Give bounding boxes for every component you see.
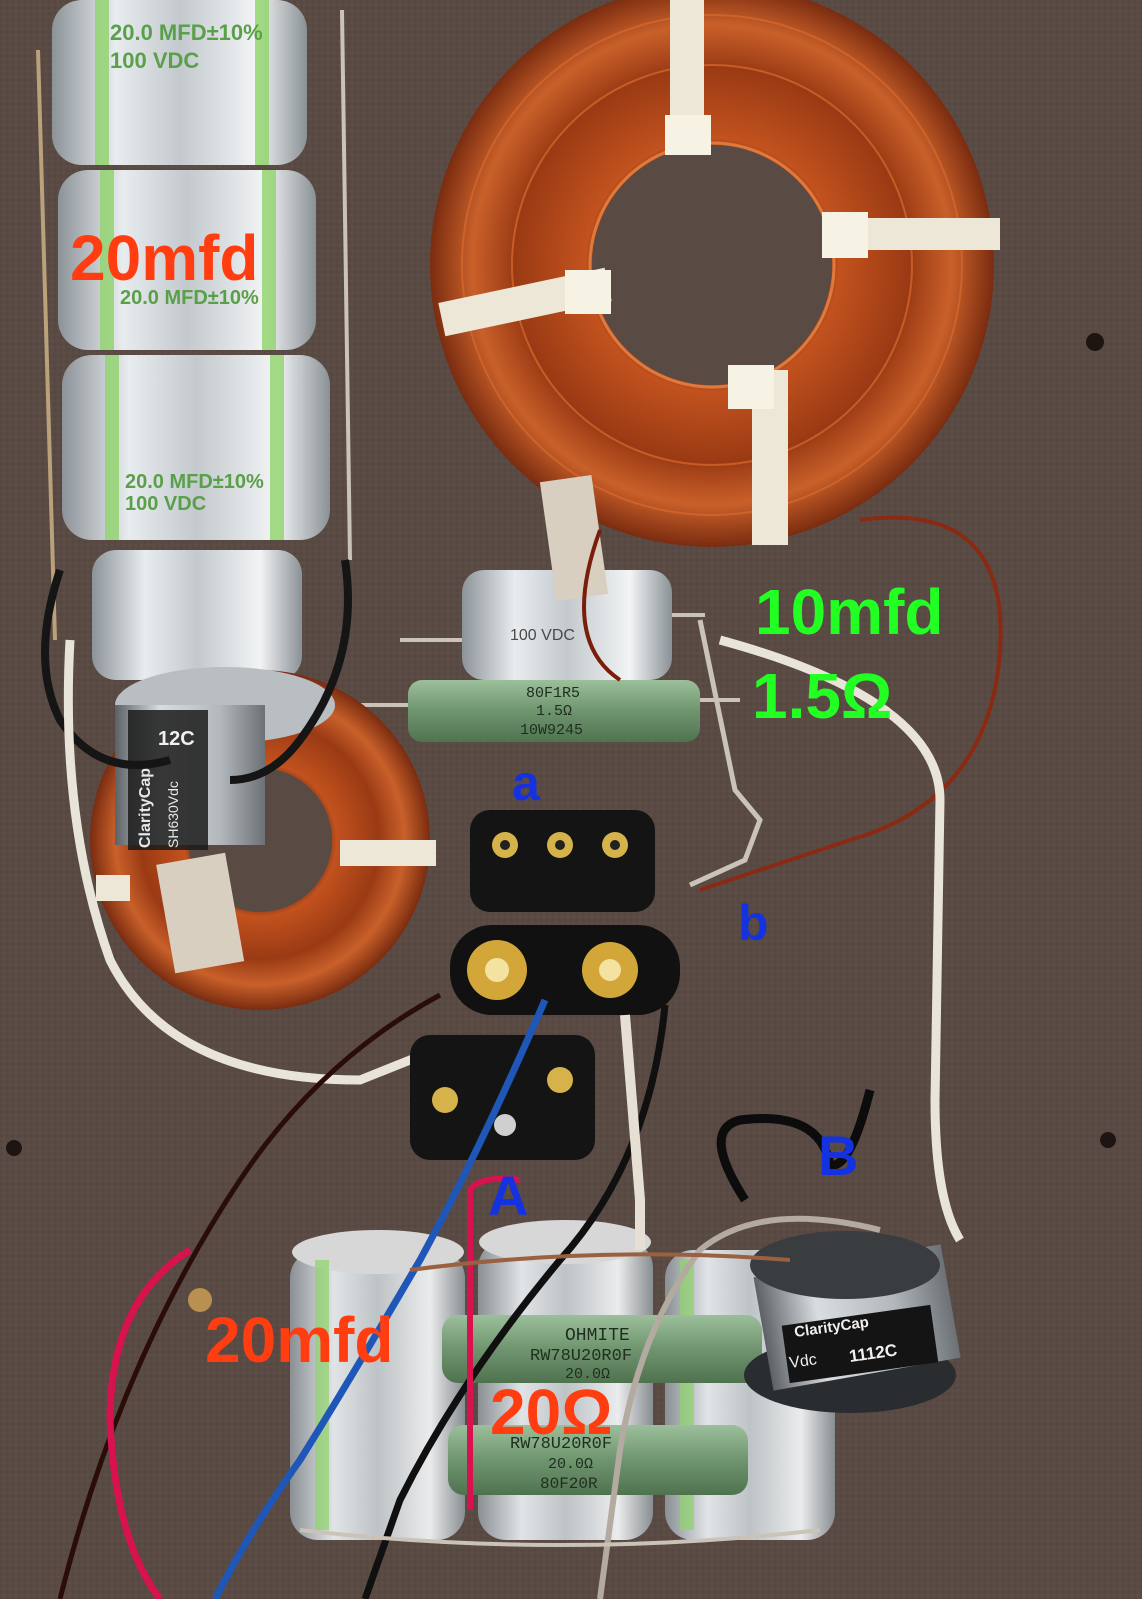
white-wire [620, 1014, 645, 1250]
resistor-marking: 80F1R5 [526, 685, 580, 702]
terminal-block-top [470, 810, 655, 912]
bus-wire [36, 49, 57, 641]
zip-tie [340, 840, 436, 866]
capacitor-small [92, 550, 302, 680]
paper-tag [539, 474, 609, 602]
grey-wire [597, 1215, 881, 1599]
resistor-marking: 1.5Ω [536, 703, 572, 720]
capacitor-stack-top: 20.0 MFD±10% 100 VDC 20.0 MFD±10% 20.0 M… [52, 0, 330, 680]
label-point-b: b [738, 895, 769, 951]
claritycap-voltage: SH630Vdc [165, 781, 181, 848]
cap-rating-text: 20.0 MFD±10% [125, 471, 264, 493]
mounting-hole [1100, 1132, 1116, 1148]
lead-wire [688, 619, 763, 888]
label-20mfd-bottom: 20mfd [205, 1304, 394, 1376]
red-wire [467, 1175, 521, 1510]
resistor-marking: OHMITE [565, 1326, 630, 1346]
mounting-hole [1086, 333, 1104, 351]
label-20mfd-top: 20mfd [70, 222, 259, 294]
claritycap-brand: ClarityCap [137, 768, 154, 848]
resistor-1-5-ohm: 80F1R5 1.5Ω 10W9245 [350, 680, 740, 742]
claritycap-voltage: Vdc [788, 1351, 818, 1372]
magnet-wire [582, 529, 622, 682]
binding-post-plate [450, 925, 680, 1015]
label-1-5-ohm: 1.5Ω [752, 660, 893, 732]
resistor-marking: 20.0Ω [565, 1366, 610, 1383]
resistor-marking: RW78U20R0F [510, 1435, 612, 1454]
blue-wire [211, 998, 549, 1599]
capacitor [58, 170, 316, 350]
red-wire [106, 1247, 192, 1599]
label-point-a: a [512, 755, 540, 811]
black-wire [229, 559, 352, 784]
label-20-ohm: 20Ω [490, 1376, 613, 1448]
capacitor [52, 0, 307, 165]
claritycap-marking: 12C [158, 728, 195, 750]
resistor-marking: 10W9245 [520, 722, 583, 739]
magnet-wire [57, 992, 442, 1599]
black-wire [716, 1088, 875, 1203]
bus-wire [299, 1528, 821, 1547]
resistor-marking: RW78U20R0F [530, 1347, 632, 1366]
paper-tag [156, 852, 245, 974]
resistor-marking: 20.0Ω [548, 1456, 593, 1473]
label-point-B: B [818, 1124, 859, 1187]
mounting-hole [6, 1140, 22, 1156]
label-point-A: A [488, 1164, 529, 1227]
capacitor [62, 355, 330, 540]
magnet-wire [699, 515, 1003, 892]
cap-voltage-text: 100 VDC [510, 627, 575, 644]
cap-rating-text: 20.0 MFD±10% [110, 20, 263, 45]
solder-lug [188, 1288, 212, 1312]
resistor-20-ohm-lower: RW78U20R0F 20.0Ω 80F20R [448, 1425, 748, 1495]
cap-voltage-text: 100 VDC [110, 48, 199, 73]
inductor-large [430, 0, 1000, 547]
label-10mfd: 10mfd [755, 576, 944, 648]
white-wire [718, 635, 964, 1243]
black-wire [41, 568, 172, 769]
capacitor-10mfd: 100 VDC [400, 570, 705, 680]
white-wire [63, 639, 462, 1085]
claritycap-bottom: ClarityCap Vdc 1112C [744, 1231, 961, 1413]
resistor-marking: 80F20R [540, 1475, 598, 1493]
cap-rating-text: 20.0 MFD±10% [120, 287, 259, 309]
resistor-20-ohm-upper: OHMITE RW78U20R0F 20.0Ω [442, 1315, 762, 1383]
cap-voltage-text: 100 VDC [125, 493, 206, 515]
bus-wire [340, 9, 352, 561]
claritycap-top: 12C ClarityCap SH630Vdc [115, 667, 335, 850]
lead-wire [409, 1252, 791, 1272]
black-wire [361, 1004, 669, 1599]
